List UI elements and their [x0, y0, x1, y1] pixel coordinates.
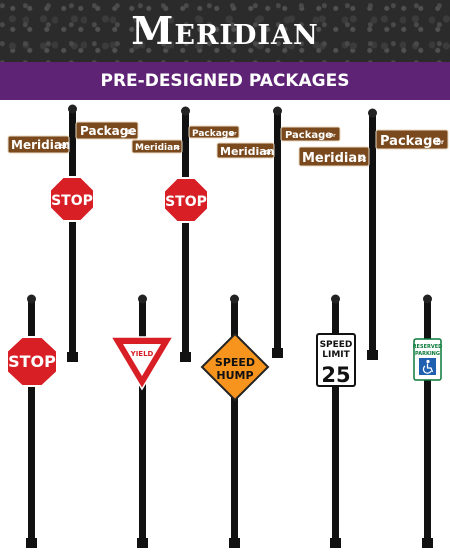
stop-label: STOP [165, 194, 207, 210]
reserved-line2: PARKING [415, 351, 440, 357]
pole-base [26, 538, 37, 548]
pole [182, 110, 189, 358]
speed-limit-line1: SPEED [320, 340, 353, 350]
speed-limit-line2: LIMIT [322, 350, 350, 360]
pole-cap [181, 106, 190, 116]
pole-cap [368, 108, 377, 118]
street-suffix: St [265, 150, 272, 156]
speed-limit-sign: SPEED LIMIT 25 [316, 333, 356, 387]
section-band [0, 62, 450, 100]
street-sign-package: Package Dr [375, 129, 449, 150]
stop-sign: STOP [6, 336, 58, 387]
street-name: Package [285, 130, 332, 141]
street-suffix: St [359, 156, 366, 163]
package-yield[interactable]: YIELD [109, 294, 175, 549]
speed-limit-value: 25 [321, 363, 350, 387]
pole [424, 298, 431, 543]
pole-cap [331, 294, 340, 304]
street-suffix: Dr [230, 131, 237, 137]
package-reserved-parking[interactable]: RESERVED PARKING [413, 294, 443, 549]
package-2[interactable]: Package Dr Meridian St STOP [131, 106, 240, 363]
yield-label: YIELD [130, 350, 154, 358]
stop-sign: STOP [163, 177, 209, 223]
street-name: Meridian [11, 138, 70, 152]
pole [69, 108, 76, 358]
street-name: Meridian [302, 151, 366, 166]
pole-base [367, 350, 378, 360]
pole [28, 298, 35, 543]
header-banner [0, 0, 450, 62]
street-suffix: Dr [329, 133, 336, 139]
street-sign-package: Package Dr [75, 121, 139, 140]
package-speed-hump[interactable]: SPEED HUMP [200, 294, 270, 549]
reserved-parking-sign: RESERVED PARKING [413, 338, 443, 381]
package-1[interactable]: Package Dr Meridian St STOP [7, 104, 139, 363]
pole-cap [230, 294, 239, 304]
street-sign-meridian: Meridian St [131, 139, 183, 154]
pole-cap [27, 294, 36, 304]
speed-hump-line1: SPEED [215, 356, 255, 369]
pole [369, 112, 376, 357]
package-4[interactable]: Package Dr Meridian St [298, 108, 449, 361]
package-stop[interactable]: STOP [6, 294, 58, 549]
pole-base [272, 348, 283, 358]
speed-hump-line2: HUMP [216, 369, 253, 382]
pole-base [180, 352, 191, 362]
pole-base [330, 538, 341, 548]
pole-base [422, 538, 433, 548]
street-name: Package [192, 129, 234, 139]
pole-base [137, 538, 148, 548]
street-suffix: St [60, 143, 67, 150]
pole [231, 298, 238, 543]
pole [274, 110, 281, 355]
pole-cap [273, 106, 282, 116]
yield-sign: YIELD [109, 336, 175, 391]
pole-cap [138, 294, 147, 304]
street-name: Meridian [135, 143, 180, 153]
street-sign-meridian: Meridian St [298, 146, 370, 167]
speed-hump-sign: SPEED HUMP [200, 332, 270, 402]
package-speed-limit[interactable]: SPEED LIMIT 25 [316, 294, 356, 549]
street-sign-package: Package Dr [280, 126, 341, 142]
stop-sign: STOP [49, 176, 95, 222]
pole [139, 298, 146, 543]
street-suffix: Dr [127, 129, 135, 136]
brand-title: Meridian [131, 8, 319, 53]
street-sign-meridian: Meridian St [7, 135, 70, 154]
stop-label: STOP [51, 193, 93, 209]
street-sign-meridian: Meridian St [216, 142, 275, 159]
street-name: Package [380, 134, 441, 149]
pole-base [67, 352, 78, 362]
pole-cap [423, 294, 432, 304]
street-suffix: Dr [436, 139, 444, 146]
street-sign-package: Package Dr [188, 125, 240, 139]
street-name: Meridian [220, 145, 275, 158]
street-suffix: St [174, 145, 181, 151]
pole-base [229, 538, 240, 548]
section-title: PRE-DESIGNED PACKAGES [100, 71, 350, 91]
reserved-line1: RESERVED [413, 344, 443, 350]
package-3[interactable]: Package Dr Meridian St [216, 106, 341, 359]
street-name: Package [80, 124, 137, 138]
accessible-icon [419, 358, 436, 375]
stop-label: STOP [8, 352, 56, 371]
pole-cap [68, 104, 77, 114]
pole [332, 298, 339, 543]
